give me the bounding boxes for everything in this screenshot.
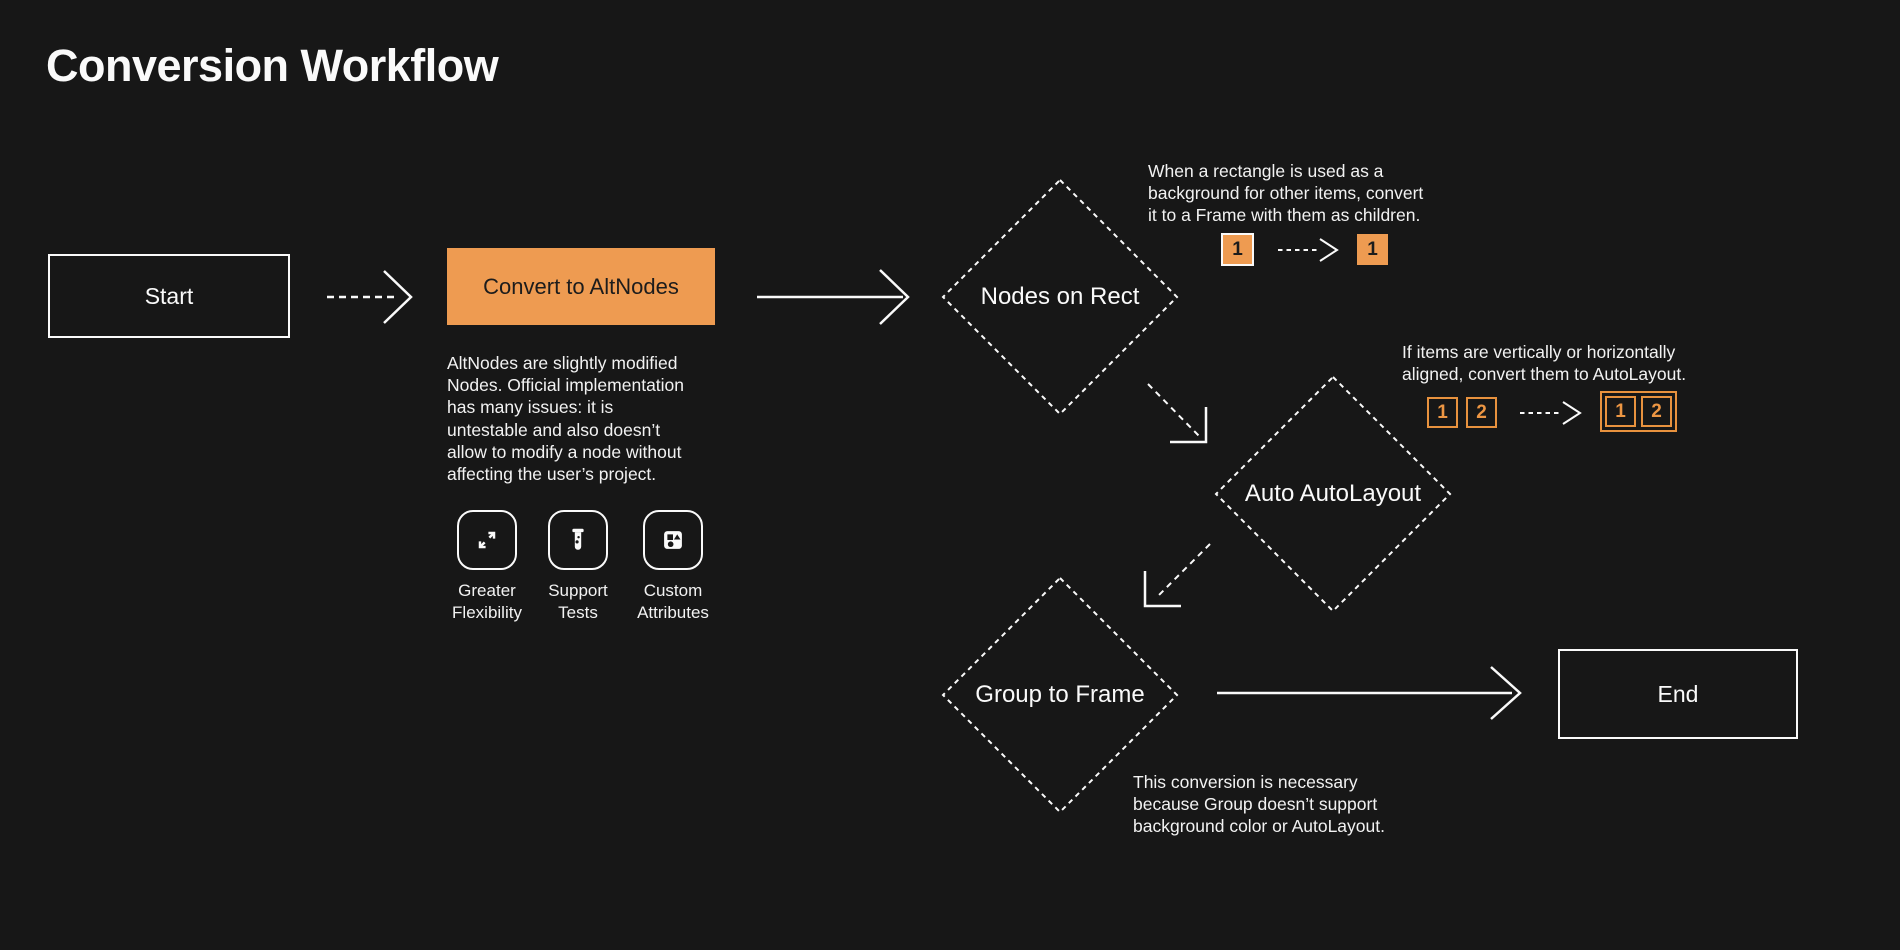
node-end[interactable]: End xyxy=(1558,649,1798,739)
feature-support-tests: Support Tests xyxy=(528,510,628,623)
test-tube-icon xyxy=(548,510,608,570)
page-title: Conversion Workflow xyxy=(46,40,499,91)
feature-label: Custom Attributes xyxy=(637,581,709,622)
note-auto-layout: If items are vertically or horizontally … xyxy=(1402,342,1687,385)
note-altnodes: AltNodes are slightly modified Nodes. Of… xyxy=(447,353,685,485)
mini-autolayout-item1-chip: 1 xyxy=(1427,397,1458,428)
arrow-rect-before-to-after xyxy=(1278,238,1339,262)
node-start-label: Start xyxy=(144,282,194,309)
mini-autolayout-item2-chip: 2 xyxy=(1466,397,1497,428)
mini-autolayout-result2-chip: 2 xyxy=(1641,396,1672,427)
mini-autolayout-result-group: 1 2 xyxy=(1600,391,1677,432)
arrow-autolayout-before-to-after xyxy=(1520,401,1582,425)
feature-custom-attributes: Custom Attributes xyxy=(623,510,723,623)
arrow-auto-autolayout-to-group-to-frame xyxy=(1143,543,1211,608)
note-group-frame: This conversion is necessary because Gro… xyxy=(1133,772,1385,837)
mini-rect-after-chip: 1 xyxy=(1357,234,1388,265)
node-end-label: End xyxy=(1657,680,1699,707)
note-rect-to-frame: When a rectangle is used as a background… xyxy=(1148,161,1424,226)
arrow-nodes-on-rect-to-auto-autolayout xyxy=(1147,383,1208,444)
node-convert-to-altnodes[interactable]: Convert to AltNodes xyxy=(447,248,715,325)
mini-autolayout-result1-chip: 1 xyxy=(1605,396,1636,427)
arrow-convert-to-nodes-on-rect xyxy=(757,269,910,325)
arrow-start-to-convert xyxy=(327,270,413,324)
node-start[interactable]: Start xyxy=(48,254,290,338)
shapes-icon xyxy=(643,510,703,570)
feature-greater-flexibility: Greater Flexibility xyxy=(437,510,537,623)
feature-label: Support Tests xyxy=(548,581,608,622)
node-group-to-frame[interactable]: Group to Frame xyxy=(975,681,1145,708)
node-nodes-on-rect[interactable]: Nodes on Rect xyxy=(980,283,1140,310)
arrow-group-to-frame-to-end xyxy=(1217,666,1522,720)
mini-rect-before-chip: 1 xyxy=(1221,233,1254,266)
node-convert-label: Convert to AltNodes xyxy=(483,273,679,299)
expand-icon xyxy=(457,510,517,570)
feature-label: Greater Flexibility xyxy=(452,581,522,622)
node-auto-autolayout[interactable]: Auto AutoLayout xyxy=(1244,480,1422,507)
